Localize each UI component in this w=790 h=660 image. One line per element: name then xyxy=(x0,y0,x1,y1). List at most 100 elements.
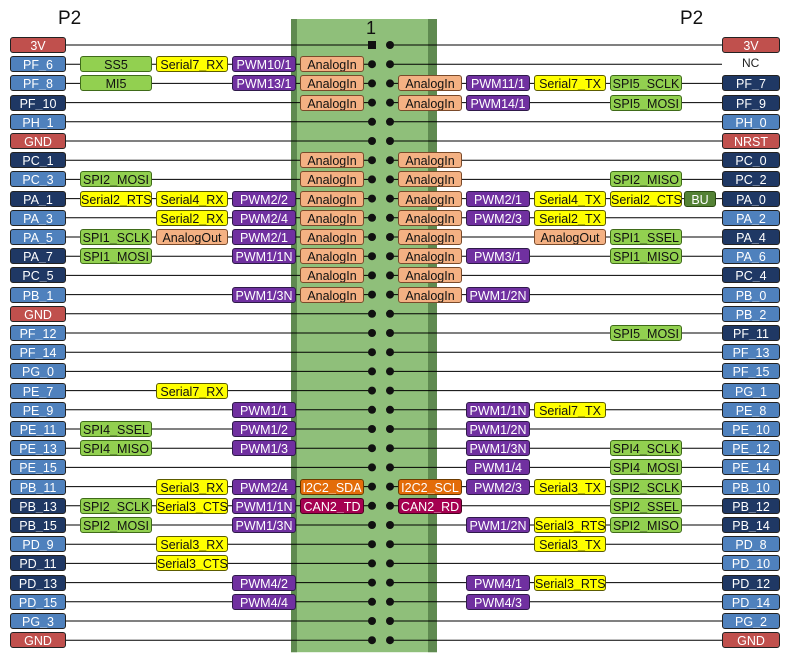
function-label-left: AnalogIn xyxy=(300,267,364,284)
function-label-right: Serial7_TX xyxy=(534,401,606,418)
port-label-left: PC_1 xyxy=(10,152,66,169)
header-pin xyxy=(368,252,376,261)
header-pin xyxy=(386,309,394,318)
port-label-right: NRST xyxy=(722,133,780,149)
function-label-right: SPI5_MOSI xyxy=(610,94,682,111)
function-label-left: CAN2_TD xyxy=(300,497,364,514)
function-label-right: PWM4/1 xyxy=(466,574,530,591)
function-label-left: Serial3_CTS xyxy=(156,555,228,572)
port-label-left: PD_9 xyxy=(10,536,66,553)
port-label-right: PE_14 xyxy=(722,459,780,476)
port-label-left: PE_15 xyxy=(10,459,66,476)
header-pin xyxy=(368,290,376,299)
port-label-right: 3V xyxy=(722,37,780,53)
function-label-right: Serial4_TX xyxy=(534,190,606,207)
port-label-left: PD_13 xyxy=(10,574,66,591)
port-label-right: PG_1 xyxy=(722,382,780,399)
port-label-left: PB_13 xyxy=(10,497,66,514)
header-pin xyxy=(368,213,376,222)
header-pin xyxy=(386,367,394,376)
function-label-right: Serial2_TX xyxy=(534,209,606,226)
function-label-left: AnalogIn xyxy=(300,94,364,111)
port-label-left: PA_3 xyxy=(10,209,66,226)
header-pin xyxy=(368,405,376,414)
port-label-left: PA_1 xyxy=(10,190,66,207)
port-label-left: PG_0 xyxy=(10,363,66,380)
function-label-left: MI5 xyxy=(80,75,152,92)
header-pin xyxy=(368,444,376,453)
function-label-left: SPI4_SSEL xyxy=(80,421,152,437)
header-pin xyxy=(386,213,394,222)
header-pin xyxy=(368,156,376,165)
header-pin xyxy=(386,137,394,145)
header-pin xyxy=(386,290,394,299)
board-pcb xyxy=(291,19,437,653)
function-label-right: AnalogOut xyxy=(534,229,606,245)
function-label-right: PWM2/3 xyxy=(466,478,530,495)
function-label-right: SPI2_MISO xyxy=(610,517,682,533)
function-label-right: AnalogIn xyxy=(398,286,462,303)
function-label-left: PWM1/1N xyxy=(232,497,296,514)
port-label-left: PA_7 xyxy=(10,248,66,265)
port-label-right: PA_2 xyxy=(722,209,780,226)
function-label-right: PWM1/3N xyxy=(466,440,530,457)
function-label-left: PWM4/2 xyxy=(232,574,296,591)
pin-one-marker: 1 xyxy=(366,18,377,38)
port-label-right: PC_4 xyxy=(722,267,780,284)
port-label-left: PA_5 xyxy=(10,229,66,245)
port-label-left: GND xyxy=(10,133,66,149)
header-pin xyxy=(386,636,394,645)
function-label-left: AnalogIn xyxy=(300,248,364,265)
function-label-right: AnalogIn xyxy=(398,209,462,226)
header-pin xyxy=(368,425,376,433)
function-label-left: PWM2/4 xyxy=(232,478,296,495)
port-label-left: 3V xyxy=(10,37,66,53)
function-label-left: AnalogIn xyxy=(300,209,364,226)
function-label-left: Serial2_RTS xyxy=(80,190,152,207)
header-pin xyxy=(368,559,376,568)
function-label-left: SPI1_SCLK xyxy=(80,229,152,245)
header-pin xyxy=(386,156,394,165)
header-pin xyxy=(386,463,394,472)
header-right: P2 xyxy=(680,8,704,29)
function-label-left: I2C2_SDA xyxy=(300,478,364,495)
port-label-left: PF_10 xyxy=(10,94,66,111)
function-label-left: AnalogIn xyxy=(300,286,364,303)
header-pin xyxy=(386,425,394,433)
function-label-left: SPI2_MOSI xyxy=(80,171,152,188)
function-label-left: AnalogIn xyxy=(300,229,364,245)
function-label-left: PWM1/3N xyxy=(232,517,296,533)
function-label-right: BU xyxy=(684,190,716,207)
function-label-left: PWM1/1 xyxy=(232,401,296,418)
port-label-right: PB_2 xyxy=(722,305,780,322)
function-label-right: SPI1_MISO xyxy=(610,248,682,265)
port-label-right: PE_10 xyxy=(722,421,780,437)
header-left: P2 xyxy=(58,8,82,29)
port-label-right: PF_15 xyxy=(722,363,780,380)
function-label-left: SPI2_SCLK xyxy=(80,497,152,514)
port-label-right: PD_12 xyxy=(722,574,780,591)
function-label-right: PWM1/2N xyxy=(466,421,530,437)
function-label-right: SPI4_MOSI xyxy=(610,459,682,476)
function-label-left: PWM1/2 xyxy=(232,421,296,437)
function-label-left: PWM1/3 xyxy=(232,440,296,457)
header-pin xyxy=(368,578,376,587)
function-label-left: PWM13/1 xyxy=(232,75,296,92)
header-pin xyxy=(368,79,376,88)
port-label-right: PF_13 xyxy=(722,344,780,361)
function-label-left: AnalogOut xyxy=(156,229,228,245)
function-label-right: AnalogIn xyxy=(398,171,462,188)
function-label-right: Serial2_CTS xyxy=(610,190,682,207)
header-pin xyxy=(386,79,394,88)
function-label-left: AnalogIn xyxy=(300,190,364,207)
header-pin xyxy=(368,98,376,107)
header-pin xyxy=(368,194,376,203)
header-pin xyxy=(386,597,394,606)
function-label-left: Serial3_RX xyxy=(156,478,228,495)
port-label-right: PF_9 xyxy=(722,94,780,111)
header-pin xyxy=(386,98,394,107)
header-pin xyxy=(386,348,394,357)
port-label-left: PH_1 xyxy=(10,113,66,130)
port-label-right: PH_0 xyxy=(722,113,780,130)
